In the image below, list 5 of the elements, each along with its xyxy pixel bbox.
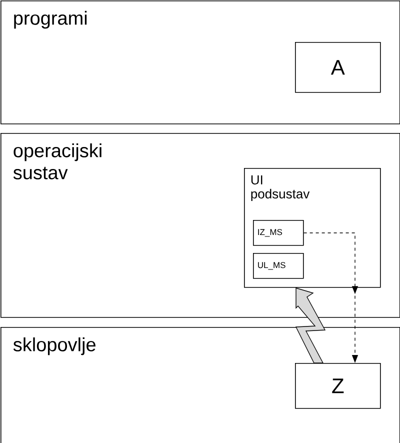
lightning-arrow bbox=[295, 288, 326, 364]
module-box: IZ_MS bbox=[253, 220, 304, 246]
component-box: Z bbox=[295, 363, 381, 409]
component-box: A bbox=[295, 42, 381, 93]
module-box: UL_MS bbox=[253, 253, 304, 279]
